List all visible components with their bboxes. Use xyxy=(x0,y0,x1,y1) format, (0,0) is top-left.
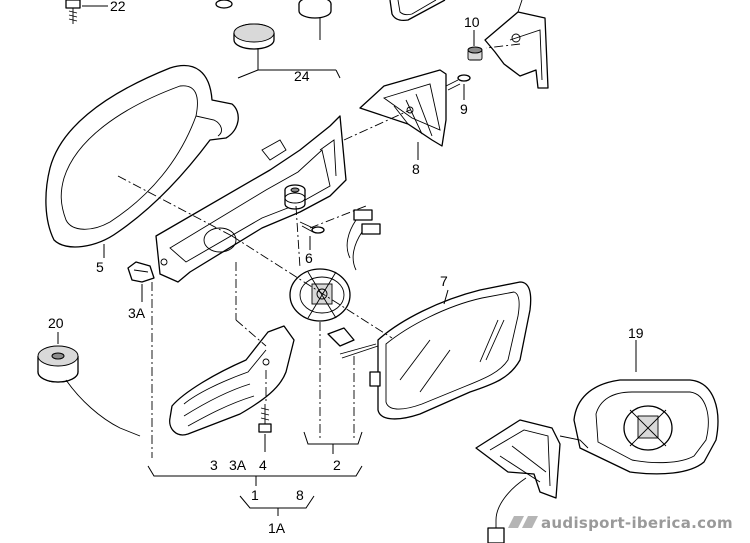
mirror-base-frame xyxy=(155,115,347,283)
part-9-screw xyxy=(445,74,471,100)
label-22: 22 xyxy=(110,0,126,14)
assembly-lines xyxy=(117,43,521,458)
watermark-text: audisport-iberica.com xyxy=(541,514,733,532)
part-8-bracket xyxy=(359,69,447,160)
label-2: 2 xyxy=(333,457,341,473)
label-3A-lower: 3A xyxy=(229,457,247,473)
label-1: 1 xyxy=(251,487,259,503)
part-20-sensor xyxy=(37,332,141,437)
label-6: 6 xyxy=(305,250,313,266)
part-3-lower-cover xyxy=(169,325,295,436)
part-5-housing-cover xyxy=(45,64,239,258)
part-4-screw xyxy=(258,404,272,452)
part-10-bracket xyxy=(467,0,549,89)
adjusting-motor xyxy=(289,268,351,322)
label-3A-upper: 3A xyxy=(128,305,146,321)
label-8: 8 xyxy=(412,161,420,177)
part-24-caps xyxy=(215,0,341,79)
part-19-complete-mirror xyxy=(475,340,719,543)
connectors xyxy=(346,209,381,271)
part-7-mirror-glass xyxy=(369,281,532,420)
mirror-housing-fragment-top xyxy=(389,0,446,22)
label-19: 19 xyxy=(628,325,644,341)
label-5: 5 xyxy=(96,259,104,275)
label-8-group: 8 xyxy=(296,487,304,503)
watermark: audisport-iberica.com xyxy=(508,514,733,532)
group-brackets xyxy=(147,431,363,516)
label-1A: 1A xyxy=(268,520,286,536)
label-10: 10 xyxy=(464,14,480,30)
label-9: 9 xyxy=(460,101,468,117)
clip-small xyxy=(327,327,379,359)
label-3: 3 xyxy=(210,457,218,473)
watermark-logo-icon xyxy=(508,516,524,528)
part-22-screw xyxy=(65,0,108,24)
label-7: 7 xyxy=(440,273,448,289)
bushing xyxy=(284,184,306,210)
label-4: 4 xyxy=(259,457,267,473)
part-labels: 22 24 10 9 8 5 6 3A 7 20 19 3 3A 4 2 1 8… xyxy=(48,0,644,536)
part-6-screw xyxy=(299,221,325,250)
label-24: 24 xyxy=(294,68,310,84)
part-3A-clip-upper xyxy=(127,261,155,302)
label-20: 20 xyxy=(48,315,64,331)
